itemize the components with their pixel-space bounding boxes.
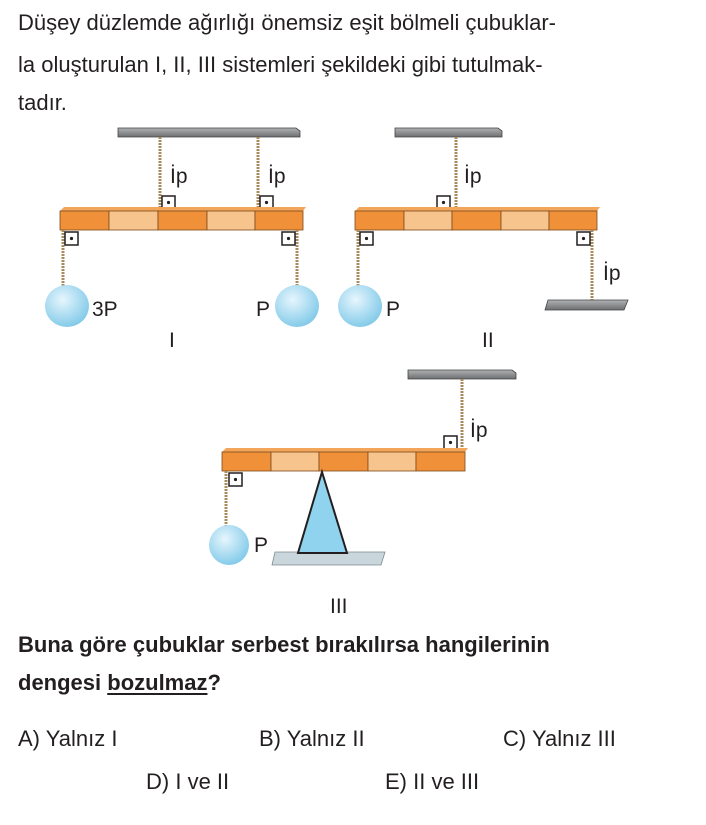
beam: [354, 207, 600, 231]
figure-label: P: [256, 298, 270, 321]
system-2: İp İp P II: [338, 127, 629, 352]
system-3: İp P III: [209, 369, 517, 618]
intro-line-2: la oluşturulan I, II, III sistemleri şek…: [18, 52, 543, 77]
weight-ball: [209, 525, 249, 565]
weight-ball: [45, 285, 89, 327]
figure-label: İp: [268, 165, 286, 188]
fulcrum-triangle: [296, 468, 349, 554]
option-c[interactable]: C) Yalnız III: [503, 726, 616, 751]
weight-ball: [338, 285, 382, 327]
figure-label: P: [386, 298, 400, 321]
floor-plate: [271, 551, 386, 566]
figure-label: II: [482, 329, 494, 352]
lever-systems-figure: İp İp 3P P I İp İp P II: [45, 127, 629, 618]
figure-label: İp: [470, 419, 488, 442]
option-b[interactable]: B) Yalnız II: [259, 726, 365, 751]
figure-label: 3P: [92, 298, 118, 321]
intro-line-3: tadır.: [18, 90, 67, 115]
weight-ball: [275, 285, 319, 327]
option-d[interactable]: D) I ve II: [146, 769, 230, 794]
option-a[interactable]: A) Yalnız I: [18, 726, 118, 751]
figure-label: İp: [170, 165, 188, 188]
floor-support: [544, 299, 629, 311]
question-line-1: Buna göre çubuklar serbest bırakılırsa h…: [18, 632, 550, 657]
question-line-2: dengesi bozulmaz?: [18, 670, 221, 695]
figure-label: P: [254, 534, 268, 557]
ceiling-support: [117, 127, 301, 138]
figure-label: İp: [464, 165, 482, 188]
ceiling-support: [394, 127, 503, 138]
figure-label: İp: [603, 262, 621, 285]
system-1: İp İp 3P P I: [45, 127, 319, 352]
figure-label: III: [330, 595, 348, 618]
intro-line-1: Düşey düzlemde ağırlığı önemsiz eşit böl…: [18, 10, 557, 35]
option-e[interactable]: E) II ve III: [385, 769, 480, 794]
beam: [59, 207, 306, 231]
emphasis-bozulmaz: bozulmaz: [107, 670, 208, 695]
ceiling-support: [407, 369, 517, 380]
figure-label: I: [169, 329, 175, 352]
beam: [221, 448, 468, 472]
